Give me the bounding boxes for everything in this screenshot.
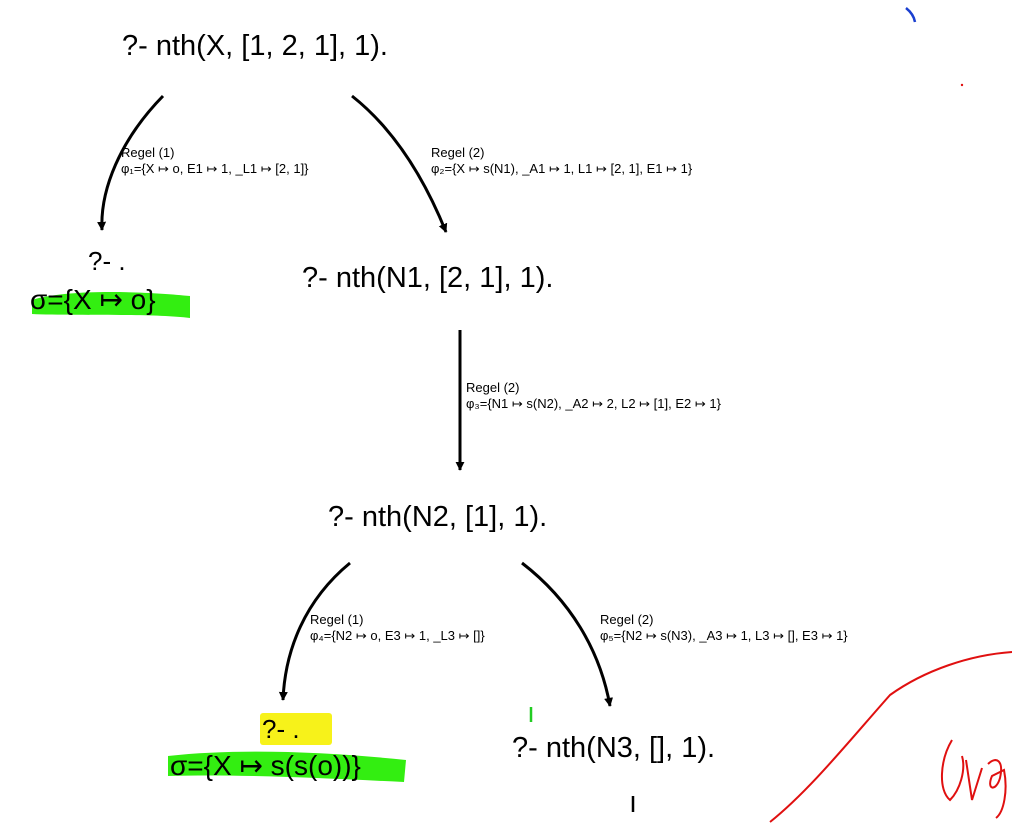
red-ink-dot (960, 83, 964, 87)
rule-label: Regel (1) (121, 145, 175, 160)
blue-ink-tick (905, 7, 917, 23)
edge-label-1: Regel (1) φ₁={X ↦ o, E1 ↦ 1, _L1 ↦ [2, 1… (121, 145, 309, 177)
edge-arrow-4 (278, 561, 351, 701)
edge-arrow-5 (521, 561, 614, 707)
rule-label: Regel (1) (310, 612, 364, 627)
highlight-sigma2 (168, 751, 406, 782)
edge-arrow-2 (351, 94, 448, 233)
answer-substitution-2: σ={X ↦ s(s(o))} (170, 750, 361, 781)
goal-n1: ?- nth(N1, [2, 1], 1). (302, 262, 554, 294)
goal-n3: ?- nth(N3, [], 1). (512, 732, 716, 764)
unifier-label: φ₂={X ↦ s(N1), _A1 ↦ 1, L1 ↦ [2, 1], E1 … (431, 161, 693, 176)
success-goal-2: ?- . (262, 714, 300, 744)
rule-label: Regel (2) (431, 145, 485, 160)
edge-label-3: Regel (2) φ₃={N1 ↦ s(N2), _A2 ↦ 2, L2 ↦ … (466, 380, 721, 412)
edge-label-5: Regel (2) φ₅={N2 ↦ s(N3), _A3 ↦ 1, L3 ↦ … (600, 612, 848, 644)
answer-substitution-1: σ={X ↦ o} (30, 284, 156, 315)
success-goal-1: ?- . (88, 246, 126, 276)
unifier-label: φ₅={N2 ↦ s(N3), _A3 ↦ 1, L3 ↦ [], E3 ↦ 1… (600, 628, 848, 643)
red-ink-stroke (769, 651, 1012, 823)
goal-n2: ?- nth(N2, [1], 1). (328, 501, 548, 533)
goal-root: ?- nth(X, [1, 2, 1], 1). (122, 30, 388, 62)
rule-label: Regel (2) (600, 612, 654, 627)
highlight-sigma1 (32, 292, 190, 318)
red-ink-scribble (940, 739, 1007, 819)
edge-arrow-1 (97, 94, 165, 231)
unifier-label: φ₄={N2 ↦ o, E3 ↦ 1, _L3 ↦ []} (310, 628, 485, 643)
unifier-label: φ₁={X ↦ o, E1 ↦ 1, _L1 ↦ [2, 1]} (121, 161, 309, 176)
edge-label-2: Regel (2) φ₂={X ↦ s(N1), _A1 ↦ 1, L1 ↦ [… (431, 145, 692, 177)
unifier-label: φ₃={N1 ↦ s(N2), _A2 ↦ 2, L2 ↦ [1], E2 ↦ … (466, 396, 721, 411)
edge-label-4: Regel (1) φ₄={N2 ↦ o, E3 ↦ 1, _L3 ↦ []} (310, 612, 485, 644)
highlight-success2 (260, 713, 332, 745)
rule-label: Regel (2) (466, 380, 520, 395)
